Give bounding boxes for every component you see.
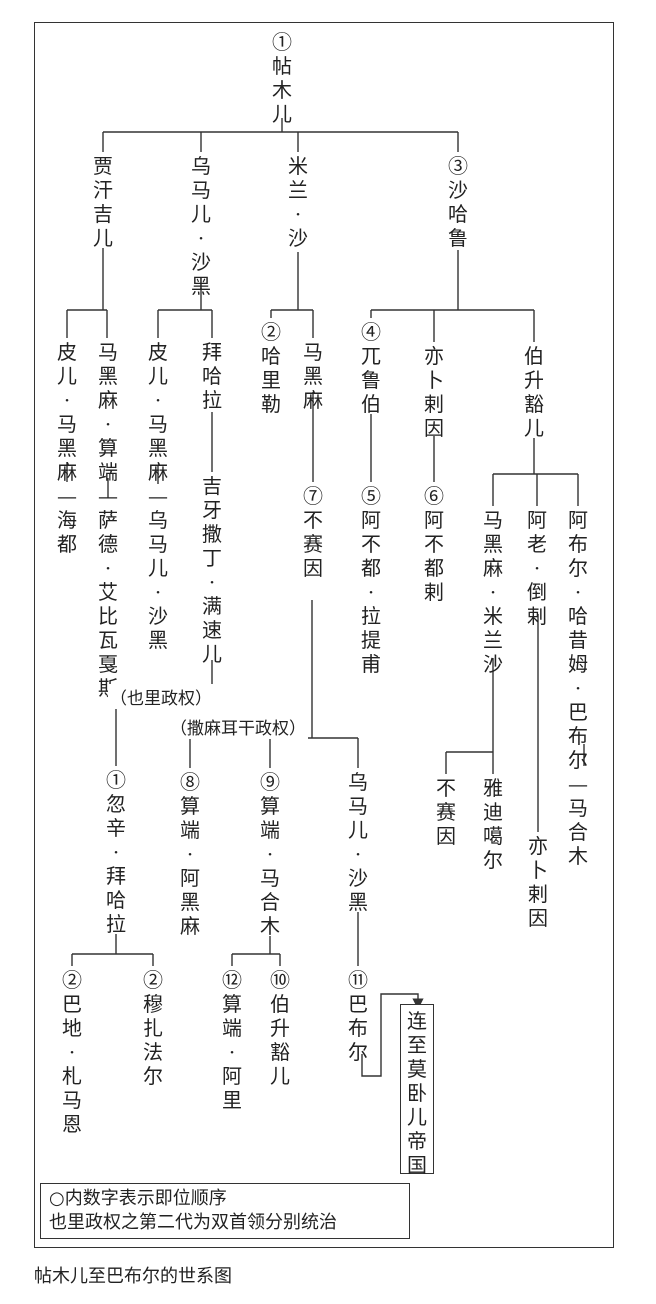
mughal-empire-box: 连至莫卧儿帝国 bbox=[400, 1004, 434, 1177]
node-muzaffar: ②穆扎法尔 bbox=[143, 968, 163, 1088]
node-ibrahim: 亦卜剌因 bbox=[424, 344, 444, 440]
node-ibrahim-2: 亦卜剌因 bbox=[528, 834, 548, 930]
node-muhammad-mirza: 马黑麻·米兰沙 bbox=[483, 508, 503, 676]
node-sultan-ali: ⑫算端·阿里 bbox=[222, 968, 242, 1112]
diagram-frame bbox=[34, 22, 614, 1248]
node-jahangir: 贾汗吉儿 bbox=[93, 154, 113, 250]
edge-timur-children bbox=[102, 118, 459, 152]
node-miran-shah: 米兰·沙 bbox=[288, 154, 308, 250]
node-babur-harat: 阿布尔·哈昔姆·巴布尔—马合木 bbox=[568, 508, 588, 868]
node-mughal: 连至莫卧儿帝国 bbox=[407, 1009, 427, 1177]
label-yeli-regime: （也里政权） bbox=[108, 684, 214, 709]
edge-mahmud-children bbox=[231, 936, 281, 966]
node-sultan-mahmud: ⑨算端·马合木 bbox=[260, 770, 280, 938]
node-pir-muhammad-j: 皮儿·马黑麻—海都 bbox=[57, 340, 77, 556]
node-ala-dawla: 阿老·倒剌 bbox=[527, 508, 547, 628]
label-samarkand-regime: （撒麻耳干政权） bbox=[168, 714, 308, 739]
edge-shahrukh-children bbox=[370, 250, 535, 342]
node-ghiyath-mansur: 吉牙撒丁·满速儿 bbox=[202, 474, 222, 666]
node-umar-shaikh-1: 乌马儿·沙黑 bbox=[191, 154, 211, 298]
node-abu-said-2: 不赛因 bbox=[436, 776, 456, 848]
node-babur: ⑪巴布尔 bbox=[348, 968, 368, 1064]
node-baysunghur: 伯升豁儿 bbox=[524, 344, 544, 440]
node-shah-rukh: ③沙哈鲁 bbox=[448, 154, 468, 250]
node-muhammad-sultan: 马黑麻·算端—萨德·艾比瓦戛斯 bbox=[98, 340, 118, 700]
edge-husayn-children bbox=[71, 934, 154, 966]
node-bayqara-1: 拜哈拉 bbox=[202, 340, 222, 412]
node-umar-shaikh-2: 乌马儿·沙黑 bbox=[348, 770, 368, 914]
node-abdallah: ⑥阿不都剌 bbox=[424, 484, 444, 604]
node-muhammad-m: 马黑麻 bbox=[303, 340, 323, 412]
edge-mm-children bbox=[445, 658, 494, 774]
node-timur: ①帖木儿 bbox=[272, 30, 292, 126]
edge-yeli bbox=[115, 660, 213, 766]
node-khalil: ②哈里勒 bbox=[261, 320, 281, 416]
node-abu-said: ⑦不赛因 bbox=[303, 484, 323, 580]
node-pir-muhammad-u: 皮儿·马黑麻—乌马儿·沙黑 bbox=[148, 340, 168, 652]
node-badi: ②巴地·札马恩 bbox=[62, 968, 82, 1136]
edge-umar-children bbox=[157, 288, 213, 338]
legend-box: ○内数字表示即位顺序 也里政权之第二代为双首领分别统治 bbox=[40, 1183, 410, 1239]
edge-miran-children bbox=[270, 252, 314, 338]
edge-jahangir-children bbox=[66, 248, 108, 338]
node-abd-latif: ⑤阿不都·拉提甫 bbox=[361, 484, 381, 676]
legend-line-1: ○内数字表示即位顺序 bbox=[49, 1188, 227, 1209]
node-ulugh-beg: ④兀鲁伯 bbox=[361, 320, 381, 416]
edge-baysunghur-children bbox=[492, 438, 579, 506]
edge-babur-mughal bbox=[361, 993, 424, 1077]
legend-line-2: 也里政权之第二代为双首领分别统治 bbox=[49, 1212, 337, 1233]
node-baysunghur-2: ⑩伯升豁儿 bbox=[270, 968, 290, 1088]
node-sultan-ahmad: ⑧算端·阿黑麻 bbox=[180, 770, 200, 938]
node-husayn: ①忽辛·拜哈拉 bbox=[106, 768, 126, 936]
node-yadgar: 雅迪噶尔 bbox=[483, 776, 503, 872]
figure-caption: 帖木儿至巴布尔的世系图 bbox=[34, 1266, 232, 1287]
